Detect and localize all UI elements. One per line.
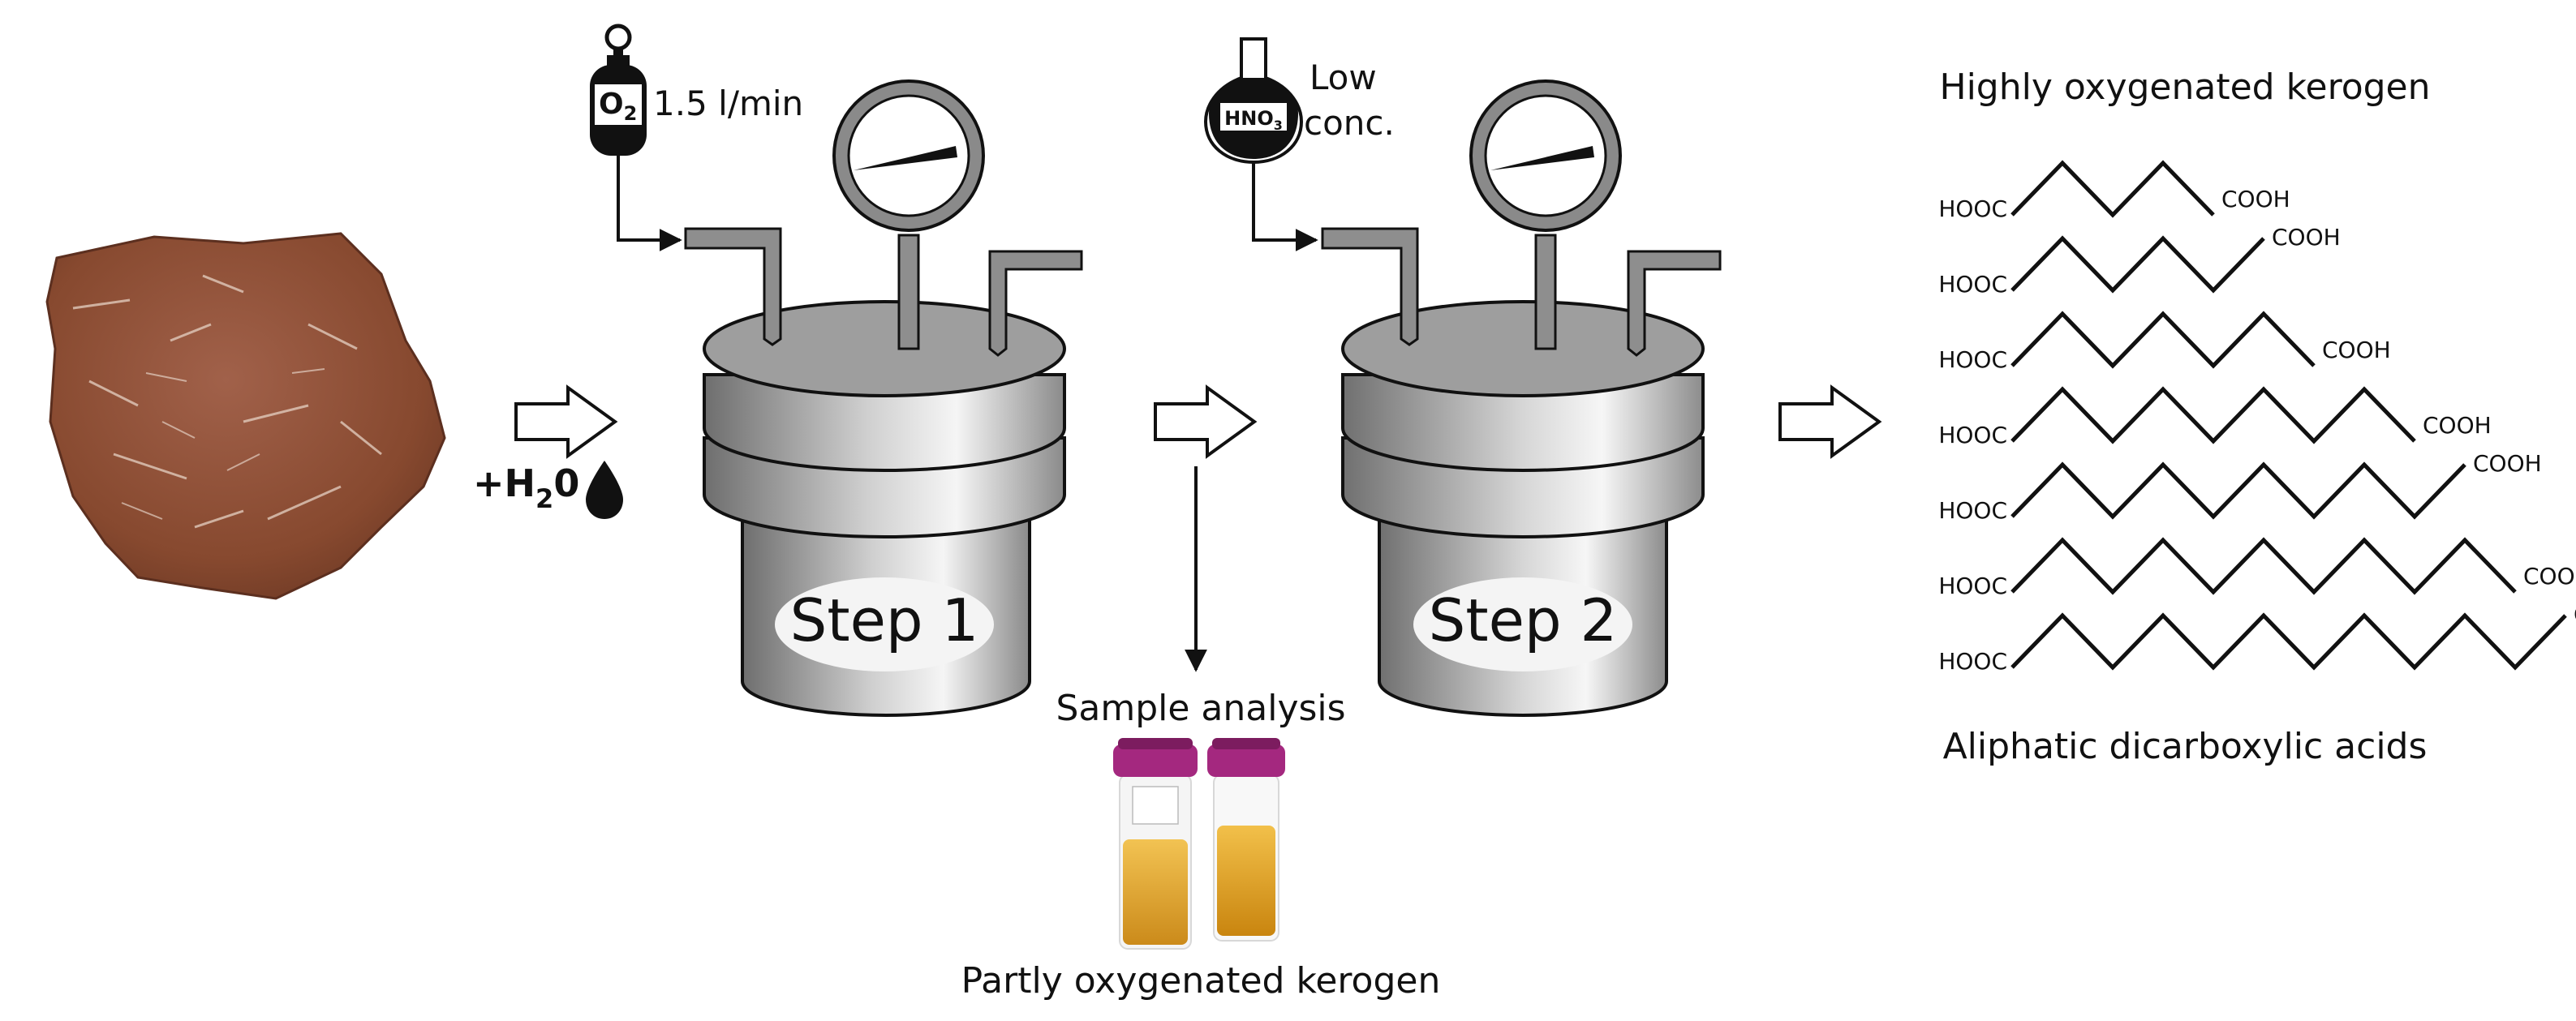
svg-text:+H20: +H20 [473, 461, 579, 514]
concentration-label-line2: conc. [1304, 103, 1395, 143]
highly-oxygenated-kerogen-label: Highly oxygenated kerogen [1939, 66, 2430, 108]
step2-label: Step 2 [1429, 586, 1618, 654]
chain-7-hooc-label: HOOC [1938, 648, 2007, 675]
step1-inlet-pipe [684, 227, 782, 346]
chain-4-cooh-label: COOH [2423, 412, 2492, 439]
oxygen-cylinder-icon: O2 [590, 24, 647, 156]
step1-label: Step 1 [790, 586, 979, 654]
oxygen-flow-rate: 1.5 l/min [653, 84, 803, 123]
aliphatic-dicarboxylic-acids-label: Aliphatic dicarboxylic acids [1943, 726, 2428, 767]
sample-tube-left [1113, 738, 1198, 950]
sample-analysis-label: Sample analysis [1056, 688, 1345, 729]
chain-4-hooc-label: HOOC [1938, 422, 2007, 448]
chain-7-cooh-label: COOH [2574, 601, 2576, 628]
chain-6-cooh-label: COOH [2523, 563, 2576, 590]
chain-2-cooh-label: COOH [2272, 224, 2341, 251]
reactor-step1 [703, 300, 1066, 717]
acid-chain-1 [2010, 160, 2215, 218]
chain-1-cooh-label: COOH [2221, 186, 2290, 212]
concentration-label-line1: Low [1310, 58, 1377, 97]
svg-text:HNO3: HNO3 [1224, 107, 1283, 133]
chain-2-hooc-label: HOOC [1938, 271, 2007, 298]
step1-gauge-stem [897, 234, 920, 350]
acid-chain-3 [2010, 311, 2316, 369]
partly-oxygenated-kerogen-label: Partly oxygenated kerogen [961, 960, 1441, 1002]
nitric-acid-feed-line [1252, 162, 1318, 251]
acid-chain-5 [2010, 461, 2466, 520]
acid-chain-4 [2010, 386, 2416, 444]
dicarboxylic-acid-chains: HOOC COOH HOOC COOH HOOC COOH HOOC COOH HOOC COOH… [1938, 160, 2576, 675]
acid-chain-6 [2010, 537, 2517, 595]
step2-pressure-gauge [1469, 79, 1622, 232]
step2-gauge-stem [1534, 234, 1557, 350]
oxygen-feed-line [617, 156, 682, 251]
svg-text:O2: O2 [599, 88, 637, 125]
chain-6-hooc-label: HOOC [1938, 573, 2007, 599]
step2-outlet-pipe [1627, 250, 1722, 357]
chain-5-cooh-label: COOH [2473, 450, 2542, 477]
acid-chain-2 [2010, 235, 2265, 294]
oil-shale-rock [45, 232, 446, 600]
nitric-acid-flask-icon: HNO3 [1203, 37, 1304, 165]
acid-chain-7 [2010, 612, 2567, 671]
step2-inlet-pipe [1321, 227, 1419, 346]
chain-3-hooc-label: HOOC [1938, 346, 2007, 373]
block-arrow-to-step2 [1154, 384, 1258, 459]
reactor-step2 [1341, 300, 1705, 717]
water-addition-label: +H20 [473, 461, 579, 514]
chain-3-cooh-label: COOH [2322, 337, 2391, 363]
step1-outlet-pipe [988, 250, 1083, 357]
sample-tube-right [1207, 738, 1285, 942]
chain-5-hooc-label: HOOC [1938, 497, 2007, 524]
block-arrow-to-step1 [514, 384, 618, 459]
block-arrow-to-products [1778, 384, 1882, 459]
step1-pressure-gauge [832, 79, 985, 232]
water-drop-icon [586, 461, 623, 519]
chain-1-hooc-label: HOOC [1938, 195, 2007, 222]
